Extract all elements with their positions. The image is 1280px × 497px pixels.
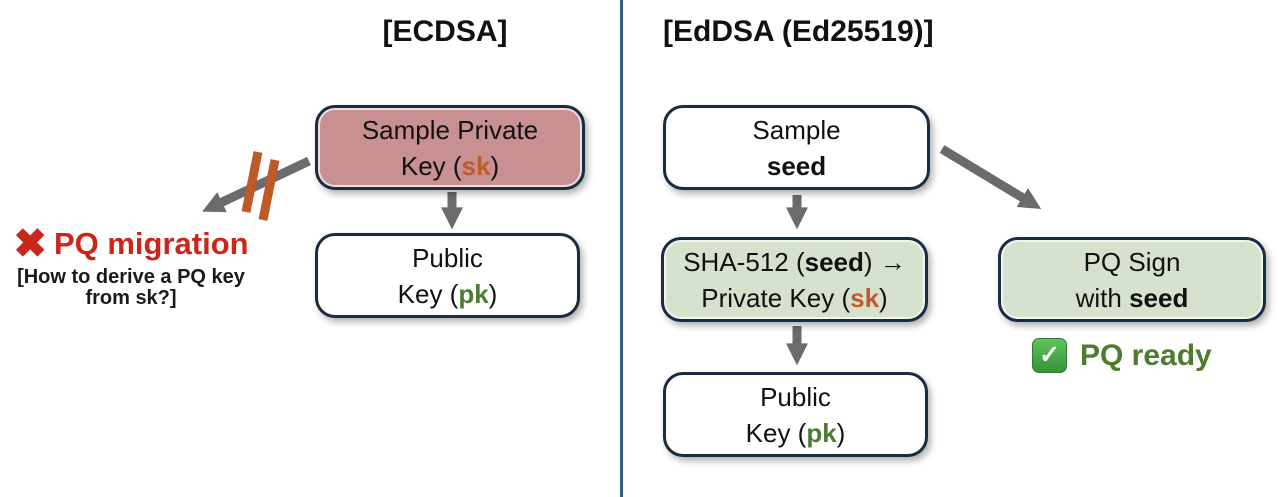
pq-migration-note-line2: from sk?]: [85, 287, 177, 309]
pq-migration-headline: ✖ PQ migration: [0, 224, 262, 264]
box-text: ): [879, 282, 888, 313]
pq-ready-annotation: ✓ PQ ready: [1032, 338, 1212, 373]
box-text: Sample Private: [361, 114, 539, 145]
seed-token: seed: [804, 246, 864, 277]
blocked-slash-icon: [241, 151, 263, 213]
public-key-box-eddsa: Public Key (pk): [663, 372, 928, 457]
box-text: ): [863, 246, 880, 277]
pq-migration-note: [How to derive a PQ key from sk?]: [0, 267, 262, 309]
box-line: Key (pk): [398, 276, 498, 312]
box-text: Key (: [745, 417, 807, 448]
ecdsa-title: [ECDSA]: [382, 15, 508, 48]
column-divider: [620, 0, 623, 497]
box-line: Key (pk): [746, 415, 846, 451]
box-text: Key (: [400, 150, 462, 181]
box-line: Key (sk): [401, 148, 499, 184]
sk-token: sk: [850, 282, 880, 313]
box-line: Private Key (sk): [701, 280, 887, 316]
box-text: ): [488, 278, 498, 309]
box-text: Private Key (: [701, 282, 851, 313]
pk-token: pk: [806, 417, 837, 448]
box-text: SHA-512 (: [683, 246, 805, 277]
pk-token: pk: [458, 278, 489, 309]
box-line: Sample Private: [362, 112, 538, 148]
blocked-slash-icon: [258, 159, 280, 221]
cross-mark-icon: ✖: [13, 222, 47, 266]
eddsa-title: [EdDSA (Ed25519)]: [663, 15, 934, 48]
arrow-seed-to-pq-sign: [939, 145, 1042, 209]
pq-sign-box: PQ Sign with seed: [998, 237, 1266, 322]
sha512-box: SHA-512 (seed) → Private Key (sk): [661, 237, 928, 322]
box-line: Sample: [752, 112, 840, 148]
box-text: ): [490, 150, 500, 181]
box-text: PQ Sign: [1083, 246, 1181, 277]
box-line: Public: [412, 240, 483, 276]
box-text: Key (: [397, 278, 459, 309]
box-text: Sample: [752, 114, 841, 145]
public-key-box-ecdsa: Public Key (pk): [315, 233, 580, 318]
pq-migration-annotation: ✖ PQ migration [How to derive a PQ key f…: [0, 224, 262, 309]
right-arrow-icon: →: [879, 246, 906, 277]
box-text: with: [1075, 282, 1130, 313]
box-line: SHA-512 (seed) →: [683, 244, 906, 280]
pq-migration-note-line1: [How to derive a PQ key: [17, 266, 245, 288]
check-mark-icon: ✓: [1032, 338, 1067, 373]
sk-token: sk: [461, 150, 491, 181]
seed-token: seed: [1129, 282, 1189, 313]
sample-private-key-box: Sample Private Key (sk): [315, 105, 585, 190]
sample-seed-box: Sample seed: [663, 105, 930, 190]
box-line: PQ Sign: [1084, 244, 1181, 280]
pq-ready-label: PQ ready: [1080, 338, 1212, 372]
box-line: with seed: [1076, 280, 1189, 316]
box-line: seed: [767, 148, 826, 184]
box-line: Public: [760, 379, 831, 415]
seed-token: seed: [766, 150, 827, 181]
pq-migration-label: PQ migration: [53, 225, 249, 261]
box-text: Public: [760, 381, 831, 412]
box-text: ): [836, 417, 846, 448]
arrow-sk-to-pq-migration: [202, 156, 311, 213]
box-text: Public: [412, 242, 483, 273]
